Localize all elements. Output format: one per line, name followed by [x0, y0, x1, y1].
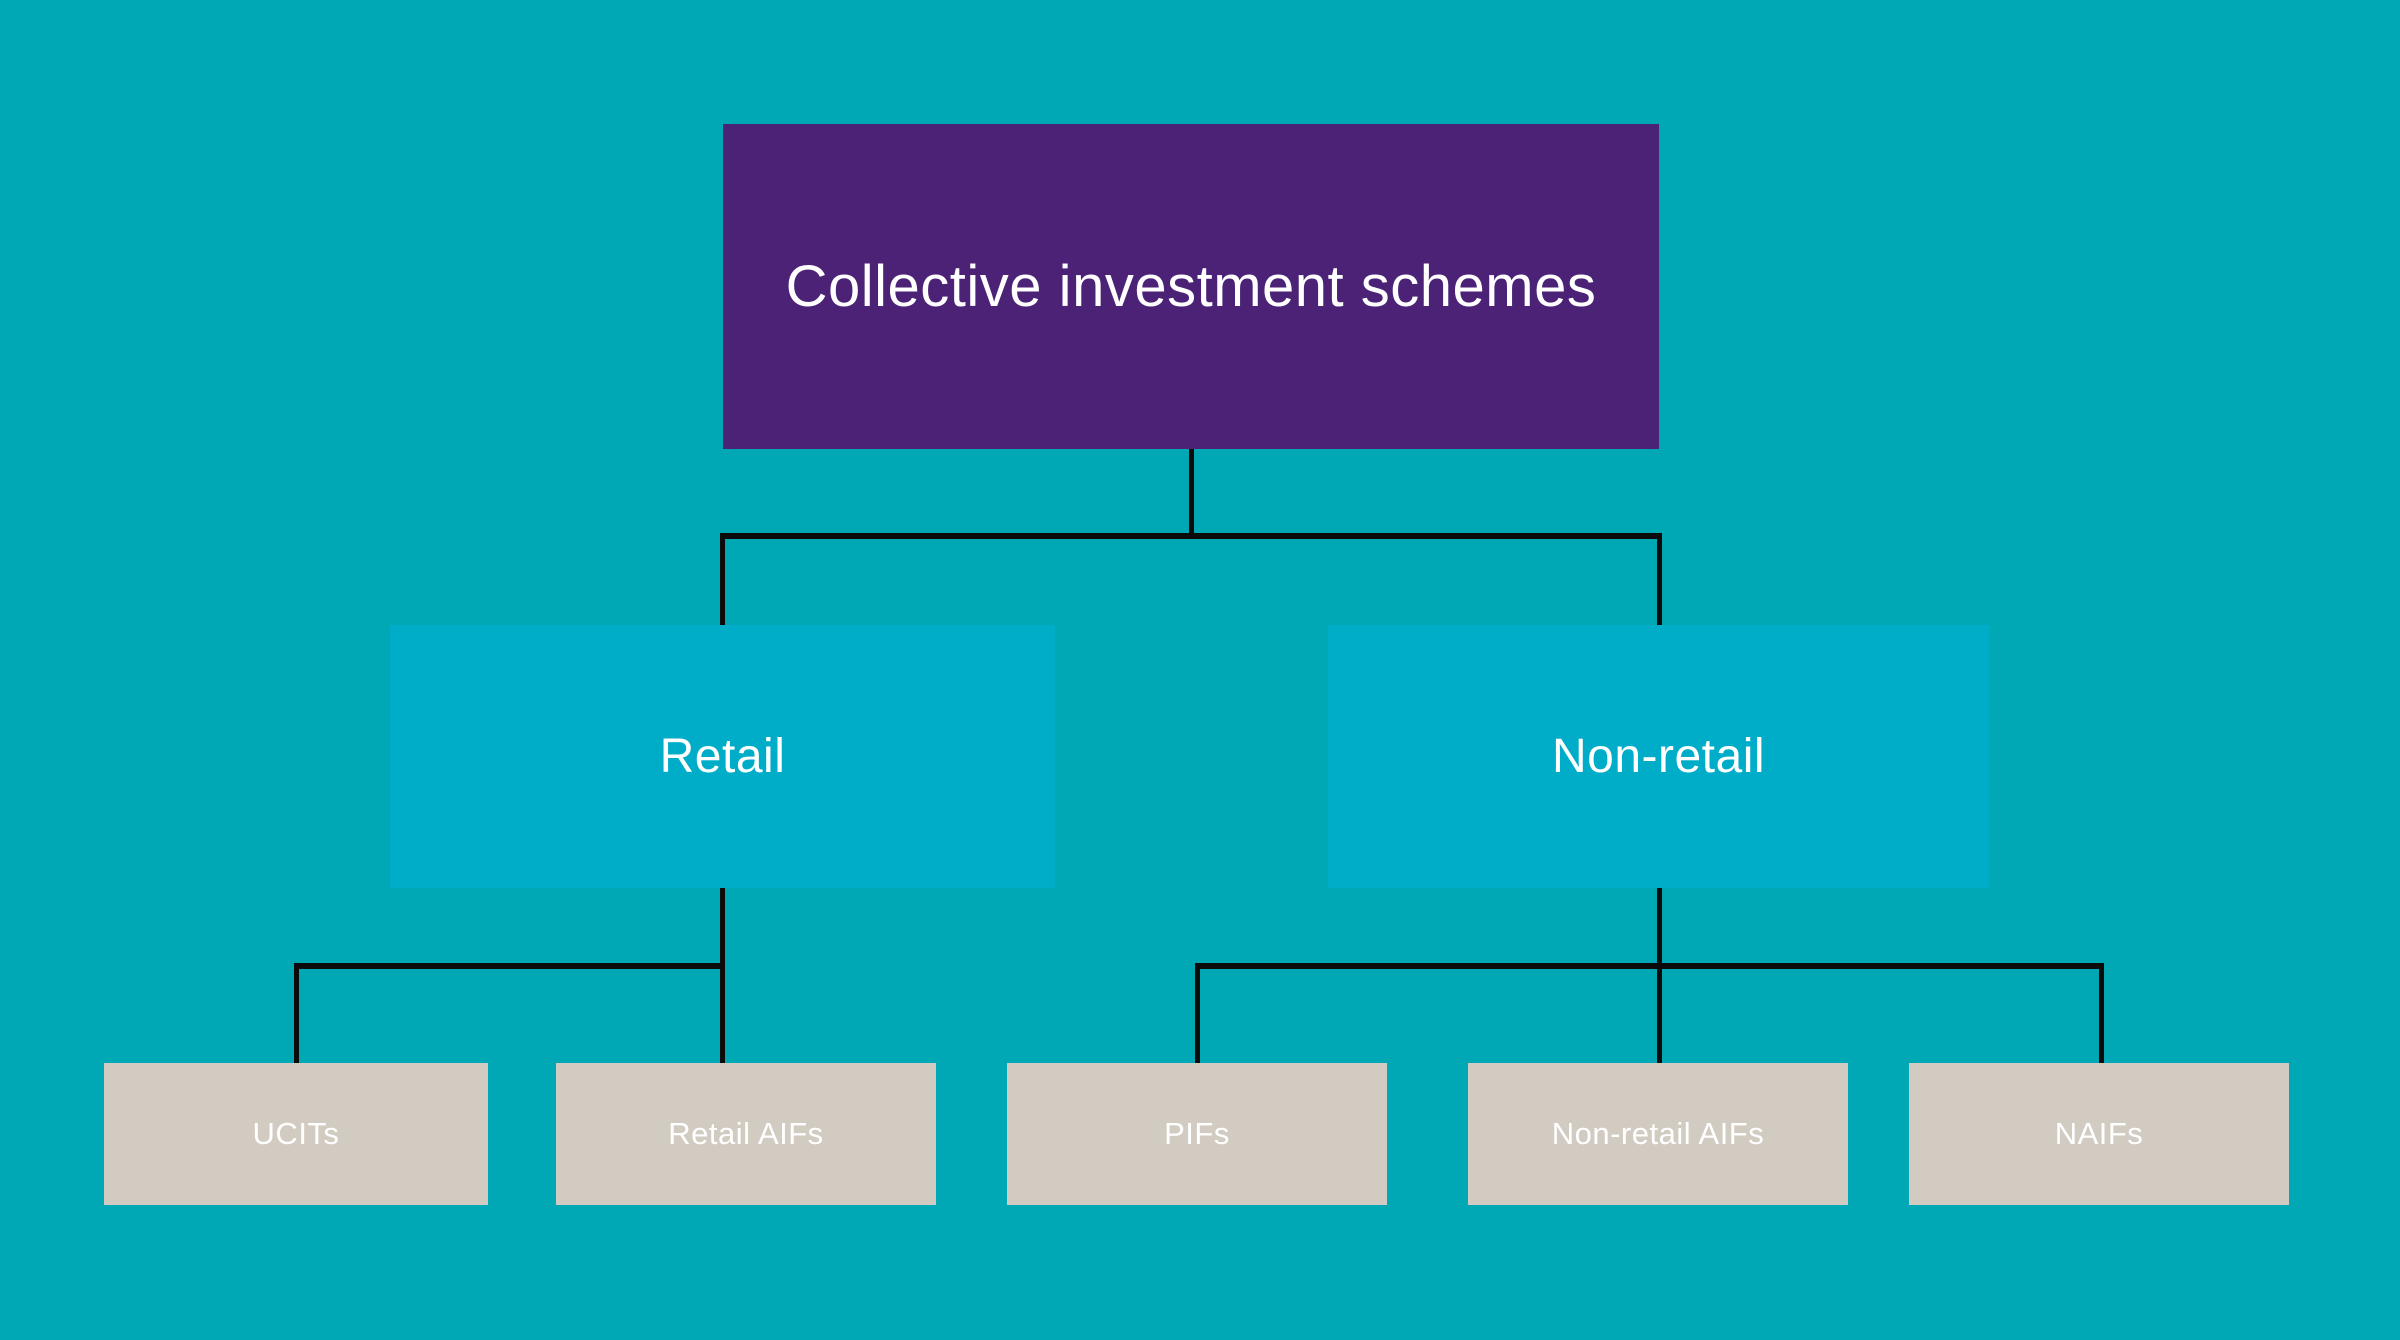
node-retail-label: Retail	[659, 730, 786, 783]
node-retail-aifs-label: Retail AIFs	[668, 1116, 824, 1151]
connector-left-horizontal	[294, 963, 725, 969]
connector-right-horizontal	[1195, 963, 2104, 969]
node-retail-aifs: Retail AIFs	[556, 1063, 936, 1205]
node-retail: Retail	[390, 625, 1055, 888]
node-ucits-label: UCITs	[252, 1116, 340, 1151]
connector-root-stem	[1189, 449, 1194, 538]
node-non-retail-label: Non-retail	[1551, 730, 1766, 783]
connector-drop-ucits	[294, 963, 299, 1063]
node-collective-investment-schemes: Collective investment schemes	[723, 124, 1659, 449]
connector-drop-pifs	[1195, 963, 1200, 1063]
connector-drop-naifs	[2099, 963, 2104, 1063]
node-ucits: UCITs	[104, 1063, 488, 1205]
connector-non-retail-stem	[1657, 888, 1662, 1063]
connector-retail-stem	[720, 888, 725, 1063]
connector-top-horizontal	[720, 533, 1662, 539]
node-naifs-label: NAIFs	[2054, 1116, 2144, 1151]
node-non-retail-aifs: Non-retail AIFs	[1468, 1063, 1848, 1205]
node-non-retail-aifs-label: Non-retail AIFs	[1551, 1116, 1765, 1151]
node-pifs-label: PIFs	[1164, 1116, 1230, 1151]
node-non-retail: Non-retail	[1328, 625, 1989, 888]
node-pifs: PIFs	[1007, 1063, 1387, 1205]
node-naifs: NAIFs	[1909, 1063, 2289, 1205]
node-collective-investment-schemes-label: Collective investment schemes	[785, 254, 1597, 319]
connector-drop-non-retail	[1657, 533, 1662, 625]
connector-drop-retail	[720, 533, 725, 625]
